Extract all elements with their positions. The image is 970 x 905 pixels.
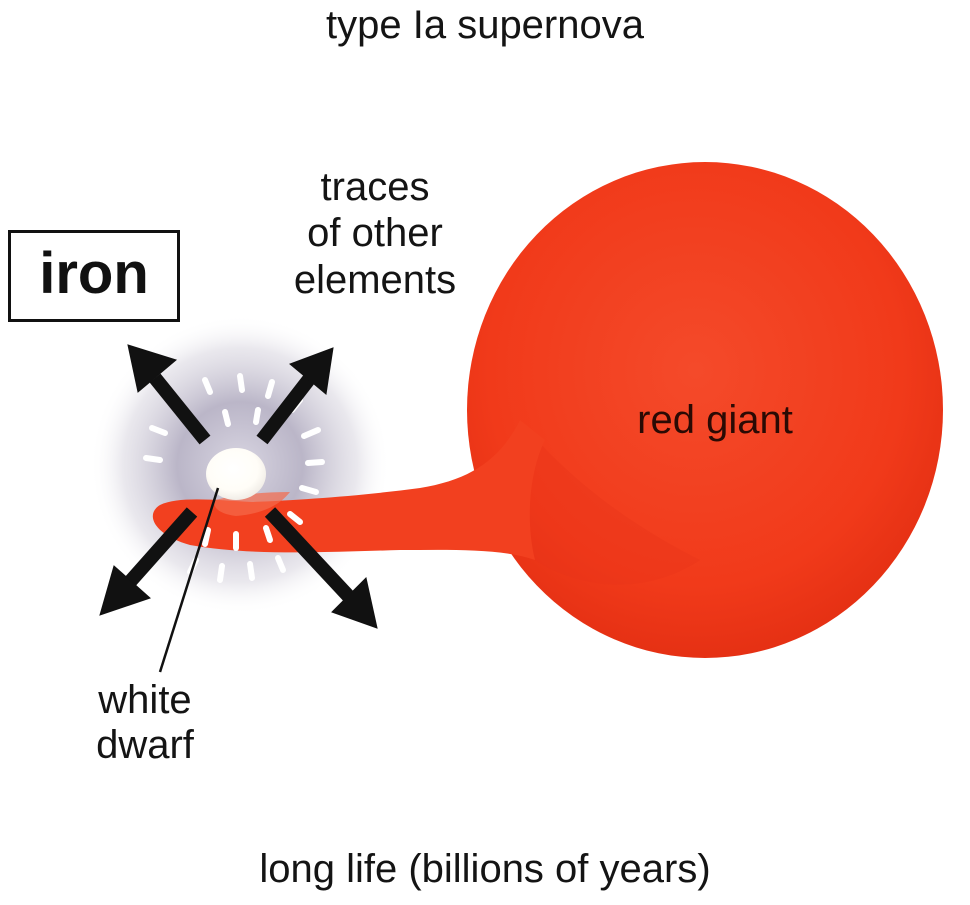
white-dwarf-label: white dwarf xyxy=(52,678,238,768)
footer-caption: long life (billions of years) xyxy=(0,848,970,891)
iron-box: iron xyxy=(8,230,180,322)
white-dwarf-star xyxy=(206,448,266,500)
traces-label: traces of other elements xyxy=(244,164,506,303)
diagram-title: type Ia supernova xyxy=(0,4,970,47)
red-giant-label: red giant xyxy=(600,399,830,442)
iron-label: iron xyxy=(39,245,149,303)
